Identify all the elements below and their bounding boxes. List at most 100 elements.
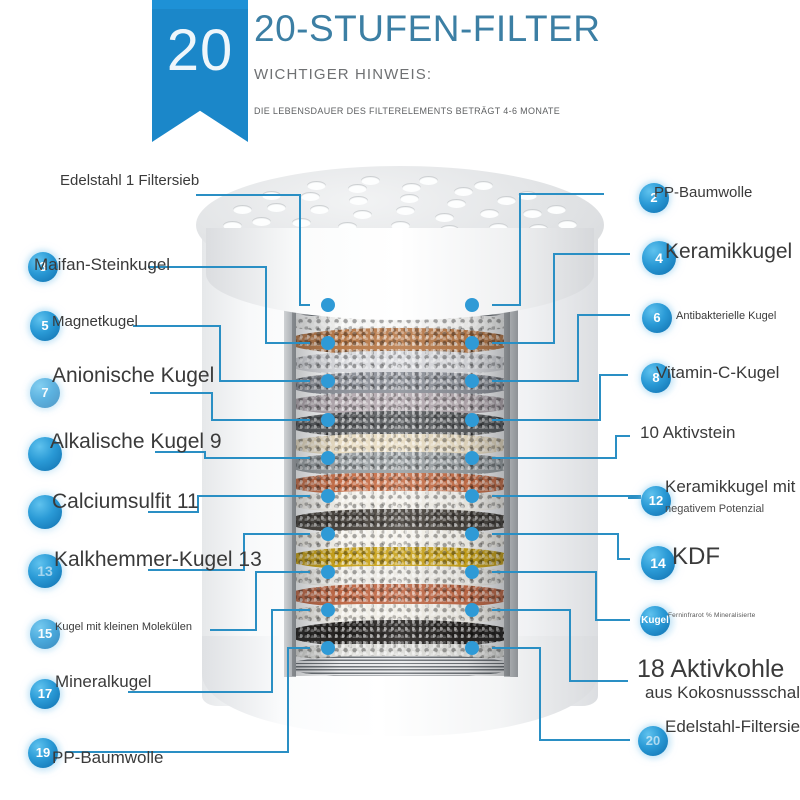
filter-layer-antibacterial-ball	[292, 392, 510, 416]
badge-left-5[interactable]: 5	[30, 311, 60, 341]
callout-right-18-label: 18 Aktivkohle	[637, 655, 785, 683]
lid-hole	[396, 206, 416, 216]
lid-hole	[547, 204, 567, 214]
callout-left-13-label: Kalkhemmer-Kugel 13	[54, 548, 262, 571]
lifetime-note: DIE LEBENSDAUER DES FILTERELEMENTS BETRÄ…	[254, 106, 561, 116]
callout-right-8-label: Vitamin-C-Kugel	[656, 363, 780, 382]
callout-left-7-label: Anionische Kugel	[52, 364, 215, 387]
lid-hole	[348, 184, 368, 194]
callout-left-1-label: Edelstahl 1 Filtersieb	[60, 172, 200, 189]
callout-left-3[interactable]: Maifan-Steinkugel	[34, 255, 170, 275]
badge-right-2[interactable]: 2	[639, 183, 669, 213]
lid-hole	[251, 217, 271, 227]
callout-left-9[interactable]: Alkalische Kugel 9	[50, 430, 222, 454]
filter-layer-small-molecule-ball	[292, 566, 510, 588]
filter-layer-pp-cotton-bottom	[292, 643, 510, 661]
badge-right-4[interactable]: 4	[642, 241, 676, 275]
badge-left-13[interactable]: 13	[28, 554, 62, 588]
callout-right-14[interactable]: KDF	[672, 543, 720, 571]
lid-hole	[300, 191, 320, 201]
filter-layer-stainless-steel-mesh-bottom	[292, 656, 510, 676]
stack-left-edge	[284, 299, 296, 677]
filter-layer-kdf	[292, 546, 510, 571]
callout-right-20[interactable]: Edelstahl-Filtersieb	[665, 717, 800, 737]
callout-right-16[interactable]: Ferninfrarot % Mineralisierte	[668, 604, 755, 622]
callout-left-11[interactable]: Calciumsulfit 11	[52, 490, 199, 514]
ribbon-top-band	[152, 0, 248, 9]
callout-left-5[interactable]: Magnetkugel	[52, 313, 138, 331]
lid-hole	[488, 222, 508, 232]
callout-right-4-label: Keramikkugel	[665, 240, 793, 263]
badge-left-7[interactable]: 7	[30, 378, 60, 408]
callout-right-8[interactable]: Vitamin-C-Kugel	[656, 363, 779, 383]
filter-layer-calcium-sulfite	[292, 491, 510, 513]
filter-layer-scale-inhibitor-ball	[292, 530, 510, 551]
filter-layer-ceramic-ball	[292, 351, 510, 376]
badge-right-12[interactable]: 12	[641, 486, 671, 516]
callout-left-9-label: Alkalische Kugel 9	[50, 430, 222, 453]
callout-left-19-label: PP-Baumwolle	[52, 748, 164, 767]
badge-right-20[interactable]: 20	[638, 726, 668, 756]
lid-hole	[402, 182, 422, 192]
badge-left-11[interactable]	[28, 495, 62, 529]
lid-hole	[266, 203, 286, 213]
lid-hole	[306, 181, 326, 191]
badge-right-16[interactable]: Kugel	[640, 606, 670, 636]
lid-hole	[518, 191, 538, 201]
badge-right-6[interactable]: 6	[642, 303, 672, 333]
badge-left-17[interactable]: 17	[30, 679, 60, 709]
callout-right-12[interactable]: Keramikkugel mit	[665, 477, 795, 497]
callout-right-18[interactable]: 18 Aktivkohle	[637, 655, 784, 684]
callout-right-12-label: Keramikkugel mit	[665, 477, 796, 496]
lid-hole	[435, 212, 455, 222]
callout-right-20-label: Edelstahl-Filtersieb	[665, 717, 800, 736]
badge-left-3[interactable]: 3	[28, 252, 58, 282]
callout-left-15-label: Kugel mit kleinen Molekülen	[55, 621, 192, 633]
lid-hole	[338, 222, 358, 232]
lid-hole	[473, 180, 493, 190]
callout-right-14-label: KDF	[672, 543, 720, 570]
filter-layer-vitamin-c-ball	[292, 434, 510, 456]
callout-left-19[interactable]: PP-Baumwolle	[52, 748, 164, 768]
callout-left-1[interactable]: Edelstahl 1 Filtersieb	[60, 172, 199, 190]
callout-right-16-label: Ferninfrarot % Mineralisierte	[668, 612, 756, 619]
callout-left-15[interactable]: Kugel mit kleinen Molekülen	[55, 617, 192, 635]
callout-right-12-sub: negativem Potenzial	[665, 499, 764, 517]
stack-right-edge	[504, 299, 518, 677]
filter-layer-mineral-ball	[292, 603, 510, 625]
callout-right-2[interactable]: PP-Baumwolle	[654, 184, 752, 202]
ribbon-number: 20	[166, 18, 234, 83]
callout-right-4[interactable]: Keramikkugel	[665, 240, 792, 264]
lid-hole	[447, 198, 467, 208]
filter-layer-pp-cotton-top	[292, 314, 510, 333]
badge-left-9[interactable]	[28, 437, 62, 471]
callout-left-17[interactable]: Mineralkugel	[55, 672, 151, 692]
callout-right-6[interactable]: Antibakterielle Kugel	[676, 306, 776, 324]
page-subtitle: WICHTIGER HINWEIS:	[254, 66, 433, 83]
lid-hole	[310, 204, 330, 214]
badge-right-14[interactable]: 14	[641, 546, 675, 580]
lid-hole	[233, 204, 253, 214]
lid-hole	[454, 186, 474, 196]
badge-left-15[interactable]: 15	[30, 619, 60, 649]
callout-left-13[interactable]: Kalkhemmer-Kugel 13	[54, 548, 262, 572]
callout-right-10-label: 10 Aktivstein	[640, 423, 736, 442]
callout-left-17-label: Mineralkugel	[55, 672, 152, 691]
lid-hole	[223, 220, 243, 230]
lid-hole	[390, 220, 410, 230]
badge-right-8[interactable]: 8	[641, 363, 671, 393]
callout-right-10[interactable]: 10 Aktivstein	[640, 423, 735, 443]
lid-hole	[399, 193, 419, 203]
lid-hole	[557, 220, 577, 230]
callout-right-18-sublabel: aus Kokosnussschalen	[645, 683, 800, 702]
lid-hole	[480, 209, 500, 219]
lid-hole	[419, 175, 439, 185]
callout-right-6-label: Antibakterielle Kugel	[676, 310, 777, 322]
callout-left-7[interactable]: Anionische Kugel	[52, 364, 214, 388]
lid-hole	[361, 175, 381, 185]
lid-hole	[522, 208, 542, 218]
lid-rim	[206, 228, 594, 320]
badge-left-19[interactable]: 19	[28, 738, 58, 768]
